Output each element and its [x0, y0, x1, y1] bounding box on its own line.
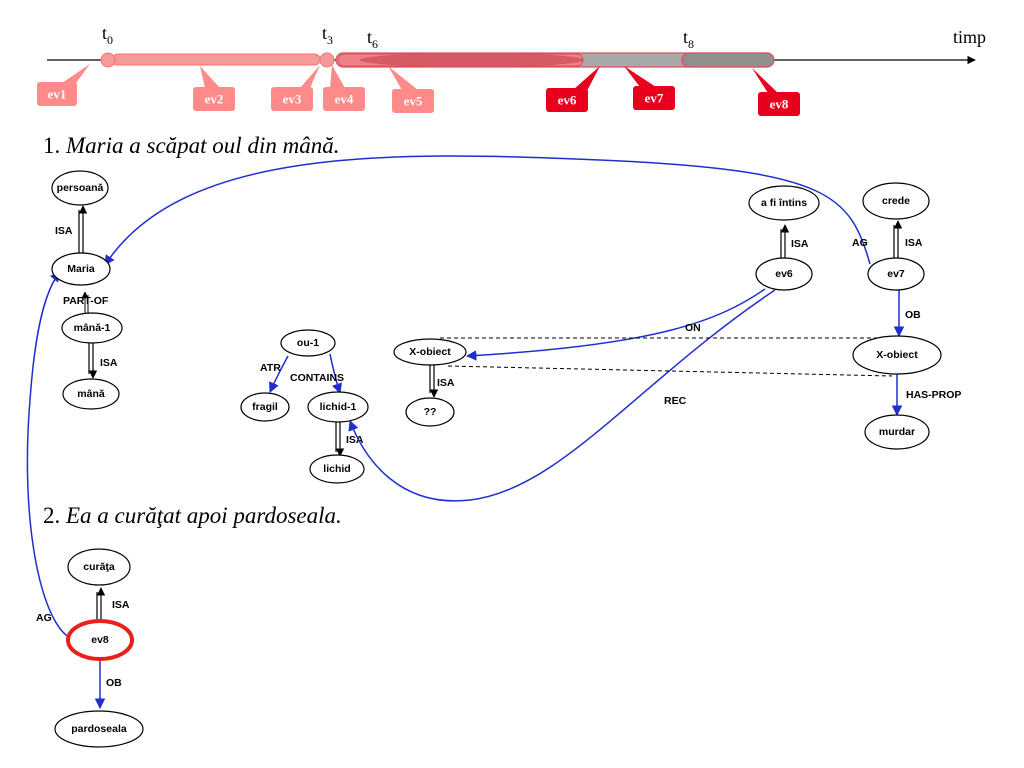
svg-text:ev6: ev6: [558, 93, 577, 108]
svg-text:ev6: ev6: [775, 268, 793, 280]
callout-ev5: ev5: [388, 66, 434, 113]
edge-label-ag-ev8: AG: [36, 612, 52, 624]
svg-text:fragil: fragil: [252, 401, 278, 413]
node-ev7: ev7: [867, 257, 925, 291]
edge-label-isa-crede: ISA: [905, 237, 923, 249]
callout-ev7: ev7: [624, 66, 675, 110]
svg-text:ev5: ev5: [404, 94, 423, 109]
svg-text:persoană: persoană: [57, 182, 104, 194]
edge-label-ob-ev8: OB: [106, 677, 122, 689]
svg-text:ev7: ev7: [887, 268, 905, 280]
edge-label-isa-lichid: ISA: [346, 434, 364, 446]
node-pardoseala: pardoseala: [54, 710, 144, 748]
edge-label-on: ON: [685, 322, 701, 334]
edge-label-isa-qq: ISA: [437, 377, 455, 389]
node-crede: crede: [862, 182, 930, 220]
svg-text:ev4: ev4: [335, 92, 354, 107]
node-lichid-1: lichid-1: [307, 391, 369, 423]
node-x-obiect-2: X-obiect: [852, 335, 942, 375]
node-ou-1: ou-1: [280, 329, 336, 357]
svg-text:lichid: lichid: [323, 463, 350, 475]
edge-label-isa-afiintins: ISA: [791, 238, 809, 250]
node-persoana: persoană: [51, 170, 109, 206]
tick-label-t8: t8: [683, 27, 694, 51]
callout-ev2: ev2: [193, 66, 235, 111]
node-ev6: ev6: [755, 257, 813, 291]
svg-text:X-obiect: X-obiect: [409, 346, 451, 358]
svg-text:ev7: ev7: [645, 91, 664, 106]
node-murdar: murdar: [864, 414, 930, 450]
edge-label-isa-persoana: ISA: [55, 225, 73, 237]
edge-ag-ev7: [104, 155, 871, 266]
svg-text:ev3: ev3: [283, 92, 302, 107]
callout-ev6: ev6: [546, 66, 600, 112]
svg-text:??: ??: [424, 406, 437, 418]
event-point-ev3-ev4: [319, 52, 335, 68]
svg-text:Maria: Maria: [67, 263, 95, 275]
svg-text:mână-1: mână-1: [74, 322, 111, 334]
node-fragil: fragil: [240, 392, 290, 422]
node-a-fi-intins: a fi întins: [748, 185, 820, 221]
edge-label-ag-ev7: AG: [852, 237, 868, 249]
svg-text:ou-1: ou-1: [297, 337, 319, 349]
edge-label-part-of: PART-OF: [63, 295, 109, 307]
node-ev8: ev8: [66, 619, 134, 661]
timeline: timp t0 t3 t6 t8 ev1 ev2 ev3: [37, 23, 986, 116]
edge-on: [465, 288, 766, 361]
tick-label-t3: t3: [322, 23, 333, 47]
edges: ISA PART-OF ISA ATR CONTAINS ISA ISA ISA…: [26, 155, 961, 710]
edge-label-has-prop: HAS-PROP: [906, 389, 961, 401]
svg-text:mână: mână: [77, 388, 105, 400]
node-x-obiect-1: X-obiect: [393, 338, 467, 366]
svg-text:pardoseala: pardoseala: [71, 723, 127, 735]
svg-text:ev1: ev1: [48, 87, 67, 102]
node-maria: Maria: [51, 252, 111, 286]
edge-label-atr: ATR: [260, 362, 281, 374]
svg-text:murdar: murdar: [879, 426, 915, 438]
node-mana: mână: [62, 378, 120, 410]
svg-text:ev8: ev8: [91, 634, 109, 646]
event-range-ev8: [681, 52, 775, 68]
tick-label-t0: t0: [102, 23, 113, 47]
callout-ev1: ev1: [37, 64, 90, 106]
event-range-ev2: [111, 53, 321, 66]
edge-label-rec: REC: [664, 395, 687, 407]
sentence-1: 1. Maria a scăpat oul din mână.: [43, 133, 339, 158]
svg-text:ev8: ev8: [770, 97, 789, 112]
edge-ag-ev8: [26, 271, 71, 639]
time-axis-label: timp: [953, 27, 986, 47]
node-curata: curăţa: [67, 548, 131, 586]
edge-label-isa-mana: ISA: [100, 357, 118, 369]
callout-ev3: ev3: [271, 65, 320, 111]
event-range-ev6: [360, 53, 584, 67]
edge-label-ob-ev7: OB: [905, 309, 921, 321]
sentence-2: 2. Ea a curăţat apoi pardoseala.: [43, 503, 342, 528]
edge-atr: [269, 355, 289, 393]
callout-ev8: ev8: [752, 68, 800, 116]
svg-text:a fi întins: a fi întins: [761, 197, 807, 209]
node-lichid: lichid: [309, 454, 365, 484]
edge-contains: [329, 353, 342, 394]
node-mana-1: mână-1: [61, 312, 123, 344]
svg-text:ev2: ev2: [205, 92, 224, 107]
svg-text:curăţa: curăţa: [83, 561, 115, 573]
callout-ev4: ev4: [323, 65, 365, 111]
tick-label-t6: t6: [367, 27, 378, 51]
edge-label-contains: CONTAINS: [290, 372, 344, 384]
svg-text:X-obiect: X-obiect: [876, 349, 918, 361]
node-qq: ??: [405, 397, 455, 427]
edge-rec: [348, 289, 776, 502]
nodes: persoană Maria mână-1 mână ou-1 fragil l…: [51, 170, 942, 748]
event-point-ev1: [100, 52, 116, 68]
edge-label-isa-curata: ISA: [112, 599, 130, 611]
svg-text:crede: crede: [882, 195, 910, 207]
svg-text:lichid-1: lichid-1: [320, 401, 357, 413]
